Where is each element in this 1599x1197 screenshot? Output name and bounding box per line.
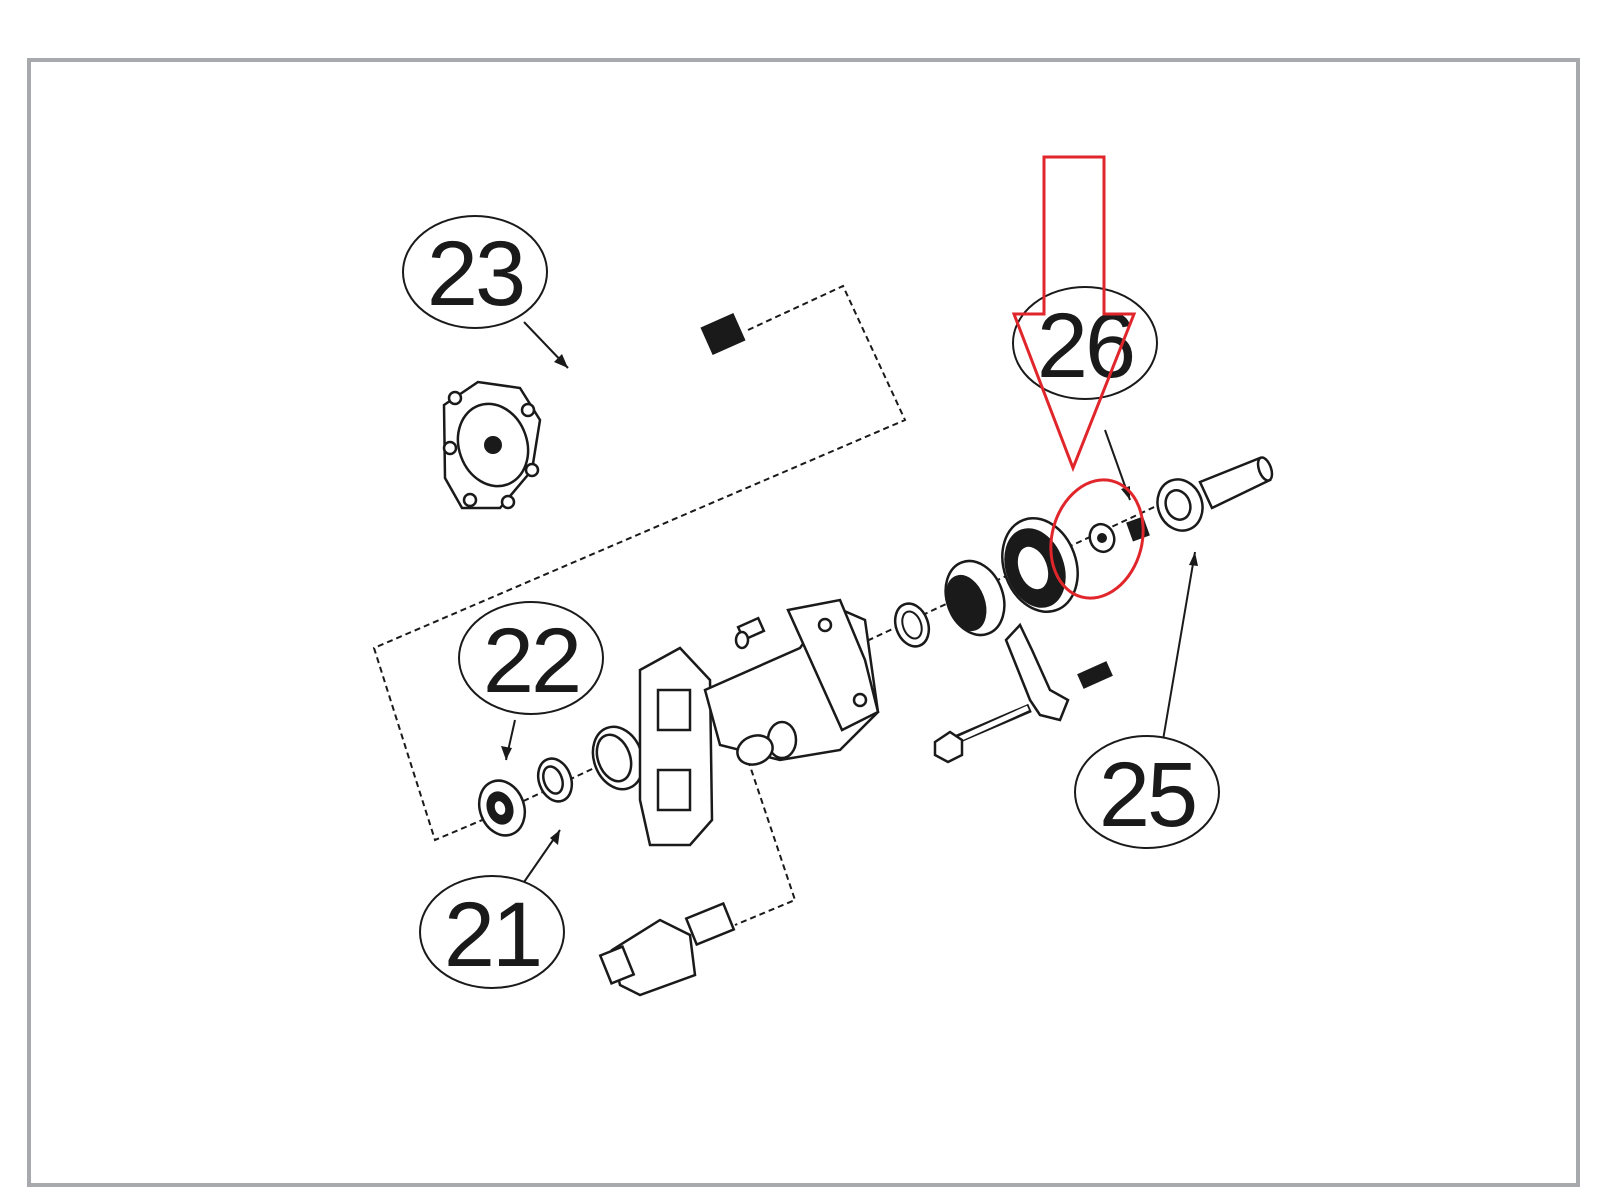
part-sensor (598, 901, 736, 997)
assembly-outline-lower (734, 749, 797, 926)
callout-26: 26 (1012, 286, 1158, 400)
callout-22-label: 22 (483, 610, 579, 712)
part-26-nut (1126, 516, 1150, 542)
highlight-circle (1049, 478, 1145, 600)
part-snap-ring (893, 602, 931, 648)
part-housing (638, 598, 880, 847)
highlight-down-arrow (1011, 155, 1137, 473)
callout-26-label: 26 (1037, 295, 1133, 397)
part-23-shaft (442, 312, 746, 510)
callout-25-label: 25 (1099, 744, 1195, 846)
leader-arrows (501, 321, 1198, 886)
part-gear-sleeve (944, 559, 1006, 637)
callout-23: 23 (402, 215, 548, 329)
callout-25: 25 (1074, 735, 1220, 849)
part-21-bearing (536, 757, 574, 803)
assembly-outline-upper (372, 284, 907, 842)
callout-21-label: 21 (444, 884, 540, 986)
callout-22: 22 (458, 601, 604, 715)
part-large-gear (1001, 516, 1079, 614)
part-shift-fork (1004, 622, 1113, 722)
part-22-seal (477, 779, 527, 837)
part-26-washer (1088, 522, 1116, 554)
callout-21: 21 (419, 875, 565, 989)
part-ring-washer (591, 725, 645, 791)
callout-23-label: 23 (427, 223, 523, 325)
part-25-bolt (1156, 456, 1274, 532)
part-long-bolt (933, 703, 1032, 764)
part-small-screw (734, 616, 766, 650)
